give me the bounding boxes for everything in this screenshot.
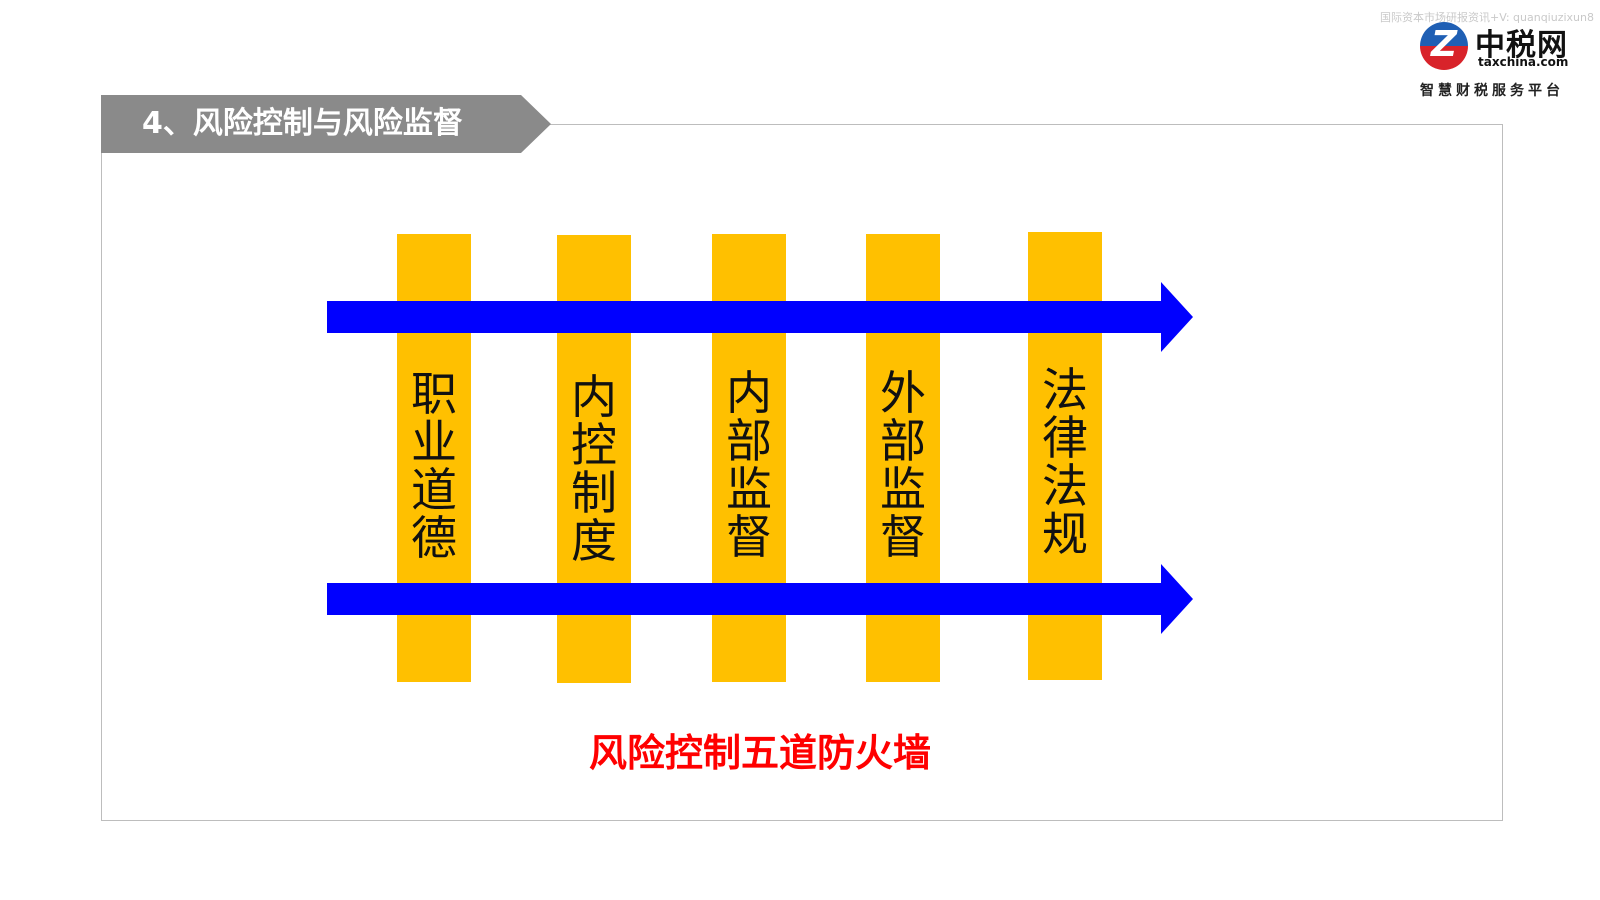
logo-mark-letter: Z	[1430, 24, 1458, 65]
content-frame	[101, 124, 1503, 821]
post-label-3: 内部监督	[726, 366, 772, 564]
upper-arrow	[327, 282, 1193, 352]
logo-name: 中税网	[1475, 28, 1568, 63]
logo-slogan: 智慧财税服务平台	[1420, 83, 1564, 99]
post-label-1: 职业道德	[411, 367, 457, 565]
post-label-2: 内控制度	[571, 370, 617, 568]
post-label-5: 法律法规	[1042, 363, 1088, 561]
logo-mark-icon: Z	[1420, 22, 1468, 70]
section-banner	[101, 95, 551, 153]
section-title: 4、风险控制与风险监督	[142, 106, 463, 141]
brand-logo[interactable]: Z 中税网 taxchina.com 智慧财税服务平台	[1420, 20, 1592, 100]
post-label-4: 外部监督	[880, 366, 926, 564]
logo-domain: taxchina.com	[1478, 55, 1569, 69]
diagram-caption: 风险控制五道防火墙	[588, 731, 931, 775]
watermark-text: 国际资本市场研报资讯+V: quanqiuzixun8	[1379, 11, 1594, 24]
lower-arrow	[327, 564, 1193, 634]
